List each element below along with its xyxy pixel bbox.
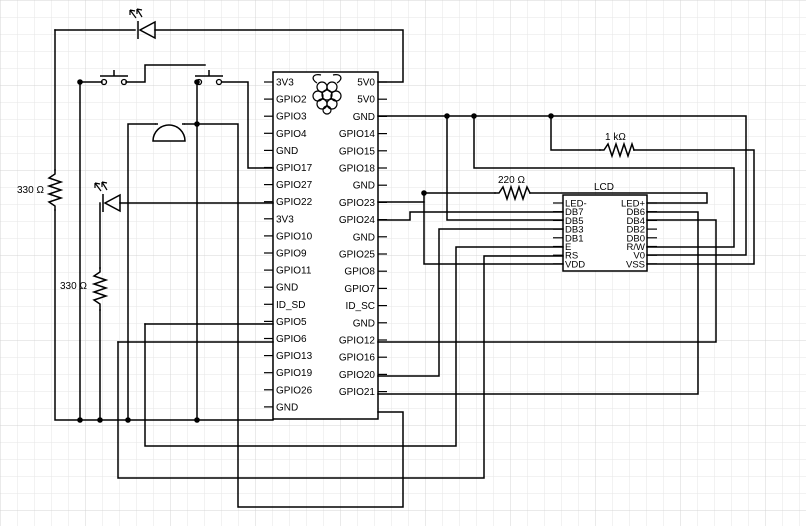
pi-left-pin-id-sd: ID_SD: [276, 300, 305, 311]
pi-left-pin-gpio6: GPIO6: [276, 334, 307, 345]
resistor-330-lower-label: 330 Ω: [60, 281, 87, 292]
pushbutton-left-icon: [100, 70, 128, 86]
raspberry-pi-logo-icon: [312, 74, 342, 115]
pi-left-pin-gpio26: GPIO26: [276, 385, 313, 396]
lcd-left-pin-vdd: VDD: [565, 259, 585, 270]
pi-left-pin-gnd: GND: [276, 146, 298, 157]
pushbutton-right-icon: [195, 70, 223, 86]
lcd-right-pin-db4: DB4: [627, 216, 645, 227]
pi-right-pin-gnd: GND: [353, 318, 375, 329]
junction-dots: [77, 79, 554, 423]
pi-right-pin-gpio25: GPIO25: [339, 250, 376, 261]
pi-left-pin-gpio11: GPIO11: [276, 266, 312, 277]
pi-right-pin-gnd: GND: [353, 112, 375, 123]
pi-left-pin-gnd: GND: [276, 402, 298, 413]
resistor-1k-icon: [599, 141, 635, 159]
pi-right-pin-gnd: GND: [353, 181, 375, 192]
pi-right-pin-gpio24: GPIO24: [339, 215, 376, 226]
pi-left-pin-3v3: 3V3: [276, 78, 294, 89]
pi-right-pin-5v0: 5V0: [357, 95, 375, 106]
pi-right-pin-gnd: GND: [353, 232, 375, 243]
lcd-right-pin-vss: VSS: [626, 259, 645, 270]
pi-left-pin-gpio22: GPIO22: [276, 197, 313, 208]
pi-right-pin-gpio8: GPIO8: [344, 267, 375, 278]
lcd-right-pin-db6: DB6: [627, 207, 645, 218]
pi-left-pin-gpio19: GPIO19: [276, 368, 313, 379]
lcd-right-pin-r-w: R/W: [627, 242, 646, 253]
lcd-left-pin-led: LED-: [565, 199, 587, 210]
lcd-title: LCD: [594, 182, 614, 193]
pi-right-pin-gpio20: GPIO20: [339, 370, 376, 381]
resistor-1k-label: 1 kΩ: [605, 132, 626, 143]
resistor-330-left-icon: [46, 169, 64, 211]
pi-left-pin-gnd: GND: [276, 283, 298, 294]
resistor-220-icon: [494, 184, 532, 202]
buzzer-icon: [152, 123, 186, 142]
pi-left-pin-gpio13: GPIO13: [276, 351, 313, 362]
lcd-left-pin-db1: DB1: [565, 233, 583, 244]
pi-left-pin-gpio17: GPIO17: [276, 163, 313, 174]
pi-left-pin-gpio3: GPIO3: [276, 112, 307, 123]
lcd-left-pin-db3: DB3: [565, 225, 583, 236]
pi-left-pin-gpio9: GPIO9: [276, 249, 307, 260]
lcd-right-pin-v0: V0: [633, 251, 645, 262]
pi-left-pin-gpio2: GPIO2: [276, 95, 307, 106]
lcd-left-pin-db7: DB7: [565, 207, 583, 218]
pi-left-pin-gpio10: GPIO10: [276, 231, 313, 242]
pi-right-pin-gpio16: GPIO16: [339, 353, 376, 364]
pi-right-pin-gpio14: GPIO14: [339, 129, 376, 140]
lcd-right-pin-db2: DB2: [627, 225, 645, 236]
pi-right-pin-gpio15: GPIO15: [339, 146, 376, 157]
led-top-icon: [129, 8, 156, 40]
lcd-left-pin-db5: DB5: [565, 216, 583, 227]
pi-right-pin-gpio21: GPIO21: [339, 387, 376, 398]
pi-left-pin-gpio5: GPIO5: [276, 317, 307, 328]
pi-right-pins: 5V05V0GNDGPIO14GPIO15GPIO18GNDGPIO23GPIO…: [339, 78, 387, 398]
pi-left-pin-gpio4: GPIO4: [276, 129, 307, 140]
pi-right-pin-gpio12: GPIO12: [339, 336, 376, 347]
resistor-330-left-label: 330 Ω: [17, 185, 44, 196]
resistor-220-label: 220 Ω: [498, 175, 525, 186]
led-middle-icon: [94, 181, 121, 213]
resistor-330-lower-icon: [91, 267, 109, 311]
wires: [54, 29, 755, 508]
lcd-left-pin-rs: RS: [565, 251, 578, 262]
lcd-right-pin-db0: DB0: [627, 233, 645, 244]
pi-left-pin-gpio27: GPIO27: [276, 180, 313, 191]
lcd-right-pin-led: LED+: [621, 199, 645, 210]
lcd-module: [562, 194, 648, 272]
lcd-left-pin-e: E: [565, 242, 571, 253]
pi-right-pin-gpio18: GPIO18: [339, 164, 376, 175]
raspberry-pi-board: [272, 71, 379, 420]
pi-right-pin-gpio23: GPIO23: [339, 198, 376, 209]
pi-right-pin-id-sc: ID_SC: [346, 301, 375, 312]
pi-right-pin-5v0: 5V0: [357, 78, 375, 89]
pi-right-pin-gpio7: GPIO7: [344, 284, 375, 295]
pi-left-pin-3v3: 3V3: [276, 214, 294, 225]
